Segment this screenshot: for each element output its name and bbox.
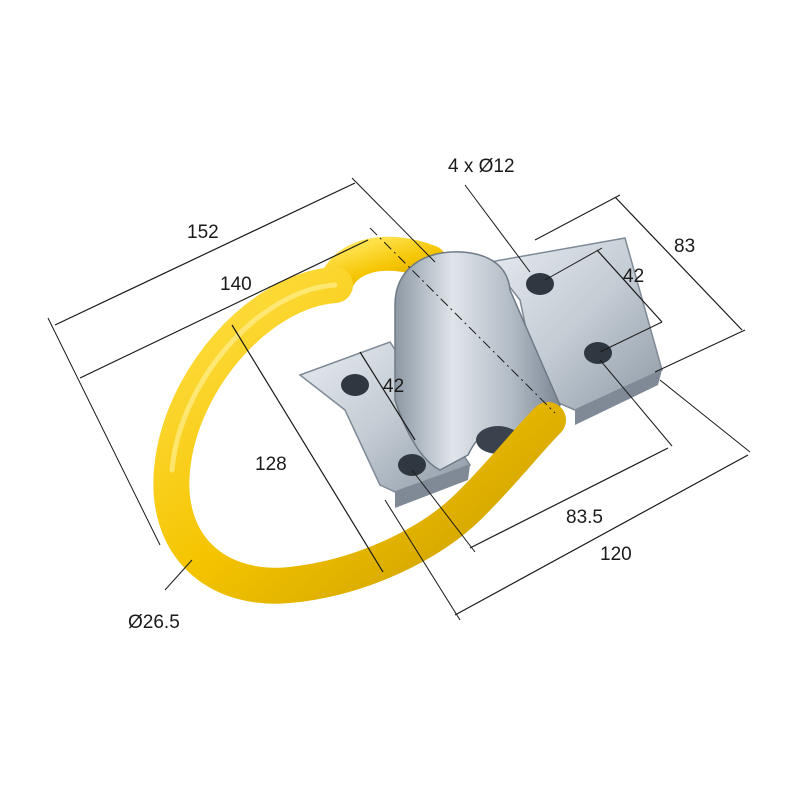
dim-label-42-left: 42 [383, 376, 404, 397]
dimension-labels: 152 140 128 Ø26.5 4 x Ø12 83 42 42 83.5 … [128, 156, 695, 633]
mount-hole-right-bottom [584, 342, 612, 364]
dim-label-152: 152 [187, 222, 219, 243]
dim-label-83: 83 [674, 236, 695, 257]
barrel-bridge [394, 251, 561, 471]
dim-label-120: 120 [600, 544, 632, 565]
product-illustration [153, 236, 663, 604]
dim-label-83-5: 83.5 [566, 507, 603, 528]
mount-hole-left-bottom [398, 454, 426, 476]
dim-label-ring-diameter: Ø26.5 [128, 612, 180, 633]
dim-label-128: 128 [255, 454, 287, 475]
mount-hole-right-top [526, 273, 554, 295]
dim-label-42-top: 42 [623, 266, 644, 287]
mount-hole-left-top [341, 374, 369, 396]
dimension-lines [47, 177, 751, 621]
dim-label-140: 140 [220, 274, 252, 295]
dim-label-holes: 4 x Ø12 [448, 156, 515, 177]
